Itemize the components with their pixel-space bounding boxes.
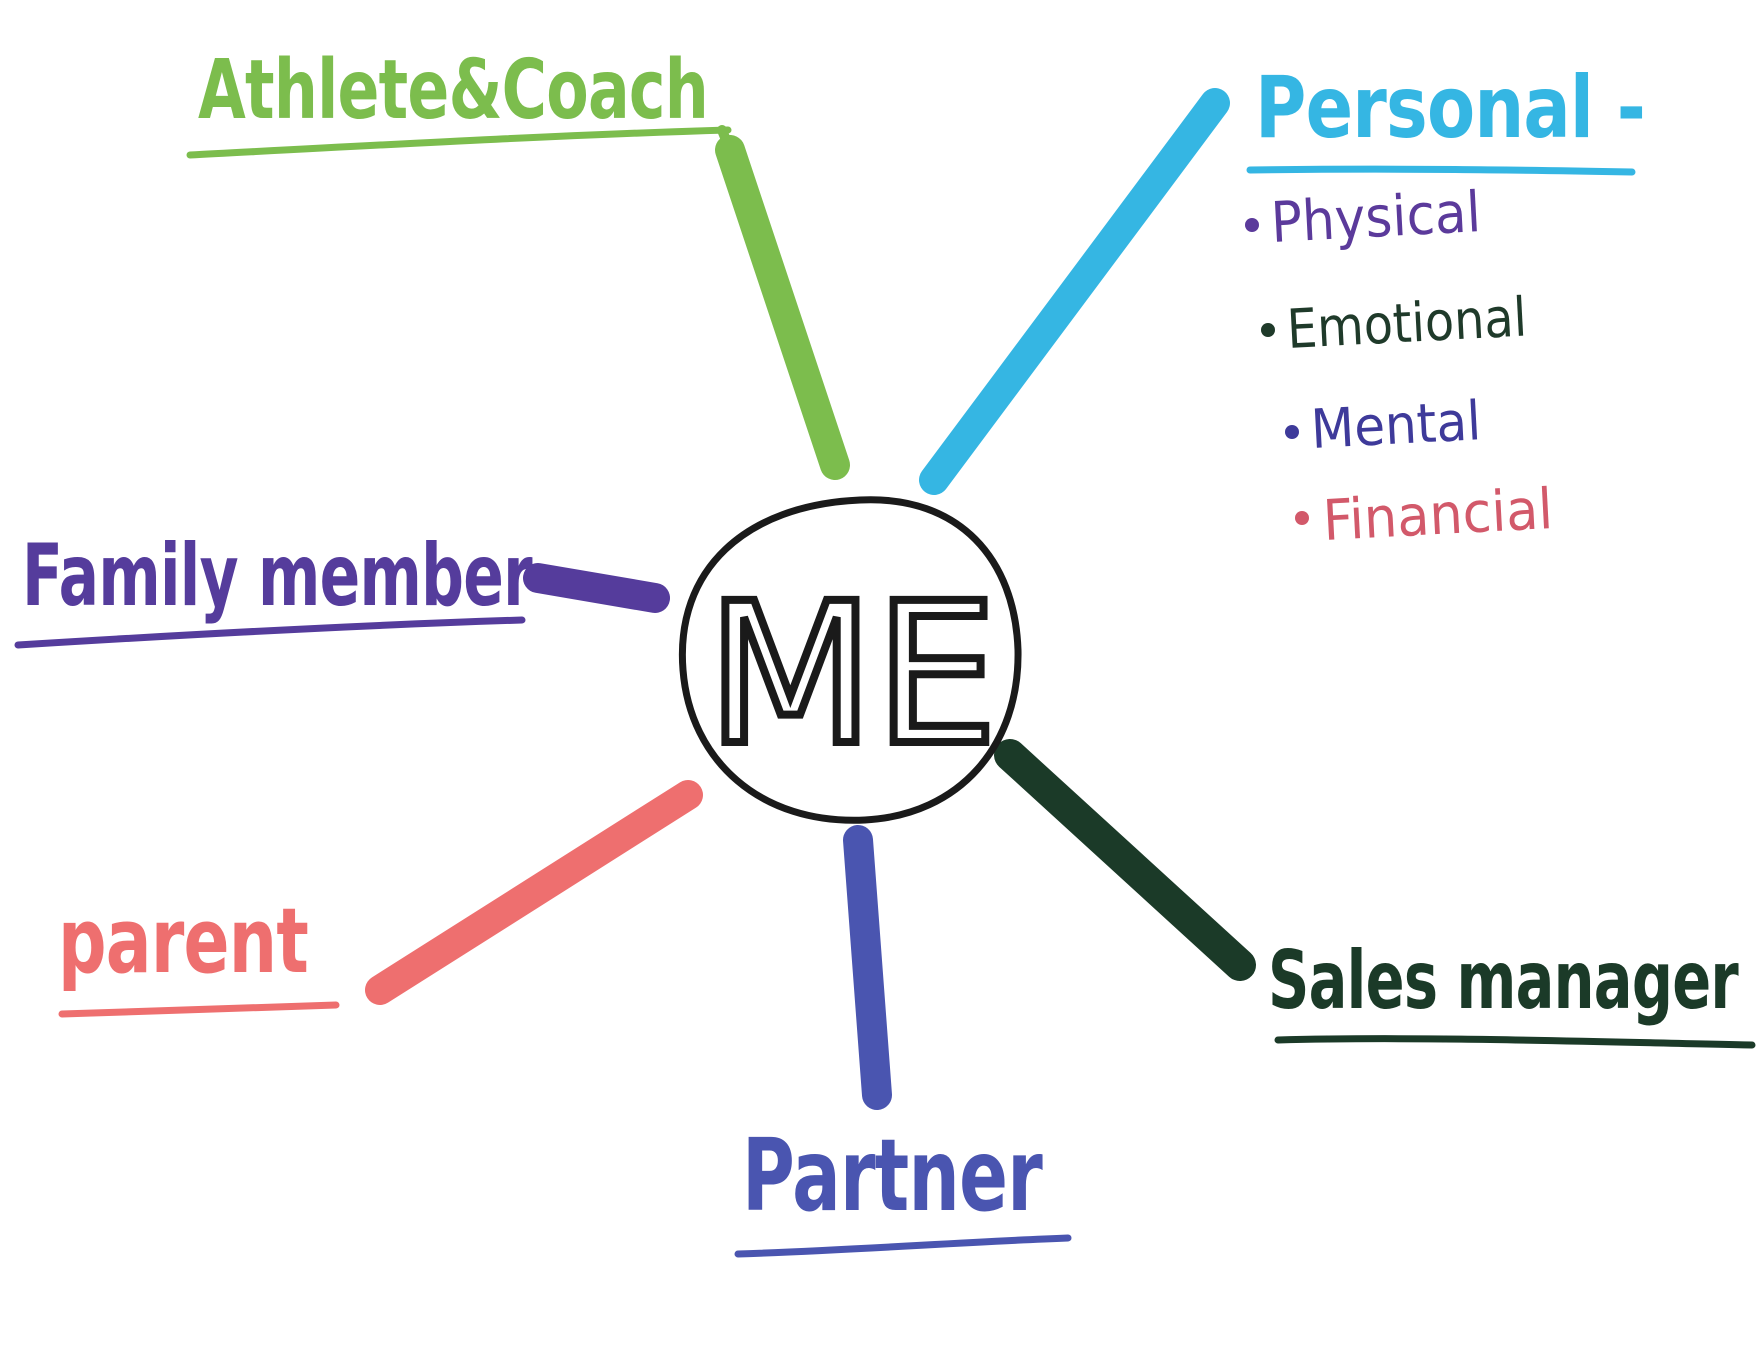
connectors — [365, 88, 1256, 1110]
family-connector — [523, 563, 670, 613]
personal-label: Personal - — [1255, 58, 1645, 158]
subitem-mental: Mental — [1285, 389, 1482, 461]
personal-underline — [1246, 165, 1636, 176]
subitem-emotional: Emotional — [1261, 286, 1528, 361]
parent-connector — [365, 780, 703, 1005]
family-label: Family member — [22, 526, 533, 626]
bullet-icon — [1285, 425, 1299, 439]
athlete-label: Athlete&Coach — [198, 43, 708, 138]
sales-connector — [994, 739, 1256, 981]
bullet-icon — [1295, 511, 1309, 525]
parent-underline — [58, 1001, 340, 1018]
athlete-underline — [186, 126, 732, 159]
subitem-label: Emotional — [1285, 286, 1528, 361]
center-circle — [678, 496, 1022, 824]
subitem-label: Mental — [1309, 389, 1482, 461]
subitem-financial: Financial — [1295, 477, 1554, 554]
partner-connector — [843, 825, 892, 1110]
subitem-physical: Physical — [1245, 180, 1482, 256]
underlines — [14, 126, 1756, 1258]
sales-underline — [1274, 1035, 1756, 1049]
personal-connector — [919, 88, 1230, 495]
subitem-label: Physical — [1269, 180, 1482, 256]
subitem-label: Financial — [1321, 477, 1554, 554]
bullet-icon — [1261, 323, 1275, 337]
partner-underline — [734, 1234, 1072, 1258]
family-underline — [14, 616, 526, 649]
athlete-connector — [715, 135, 850, 480]
personal-subitems: Physical Emotional Mental Financial — [1245, 180, 1554, 554]
partner-label: Partner — [742, 1117, 1043, 1234]
bullet-icon — [1245, 218, 1259, 232]
parent-label: parent — [58, 889, 308, 994]
center-label: ME — [706, 561, 997, 788]
sales-label: Sales manager — [1268, 934, 1739, 1027]
